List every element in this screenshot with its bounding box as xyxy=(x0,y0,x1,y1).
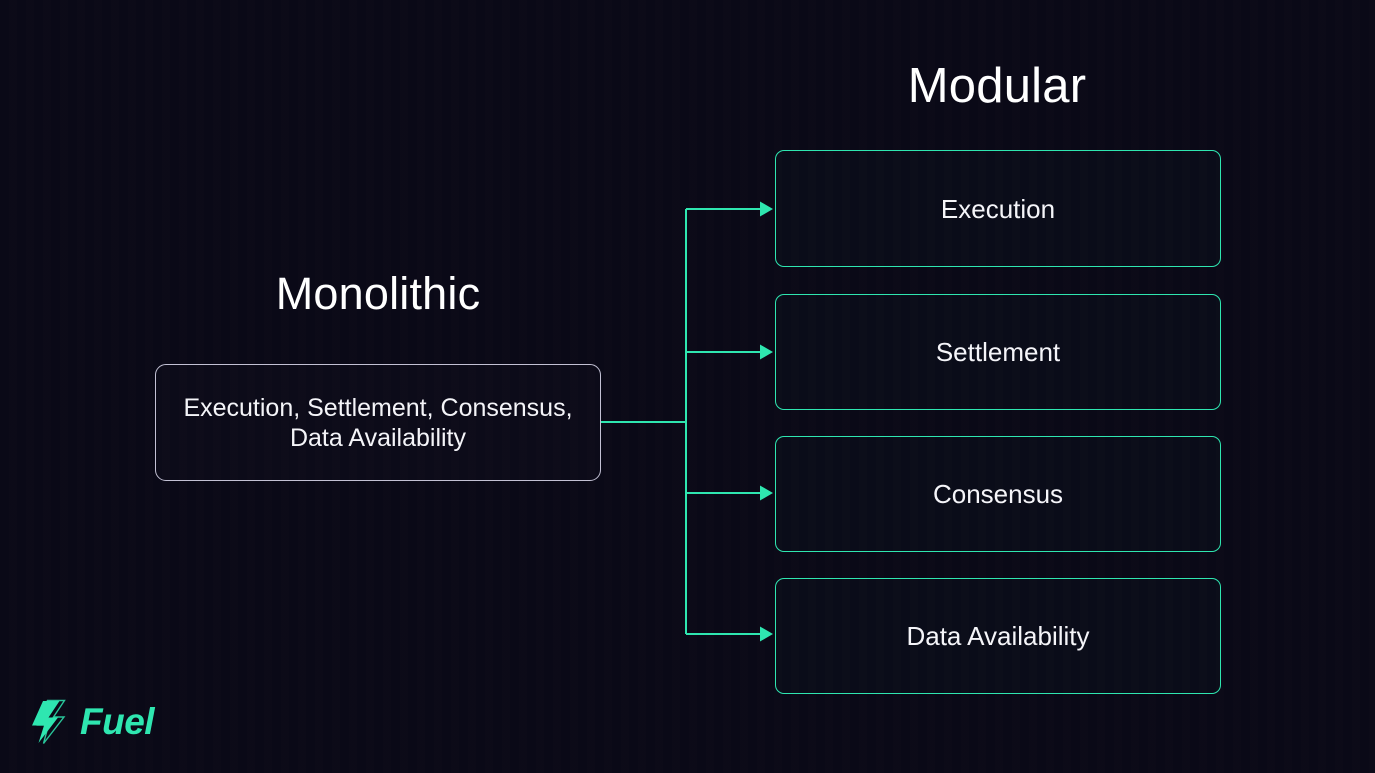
arrowhead-icon xyxy=(760,485,773,501)
modular-box-label: Settlement xyxy=(935,337,1061,367)
modular-box-label: Execution xyxy=(940,193,1056,224)
modular-box-label: Data Availability xyxy=(906,621,1090,651)
monolithic-box: Execution, Settlement, Consensus, Data A… xyxy=(155,364,601,481)
arrowhead-icon xyxy=(760,626,773,642)
modular-box-execution: Execution xyxy=(775,150,1221,267)
connector-arrowheads xyxy=(760,201,773,642)
fuel-logo: Fuel xyxy=(27,698,155,746)
lightning-bolt-icon xyxy=(32,699,66,744)
modular-box-settlement: Settlement xyxy=(775,294,1221,410)
monolithic-box-label: Execution, Settlement, Consensus, Data A… xyxy=(183,393,573,452)
modular-box-data-availability: Data Availability xyxy=(775,578,1221,694)
modular-box-label: Consensus xyxy=(932,479,1064,509)
fuel-wordmark: Fuel xyxy=(80,701,155,742)
monolithic-heading: Monolithic xyxy=(275,268,481,319)
arrowhead-icon xyxy=(760,344,773,360)
modular-heading: Modular xyxy=(907,59,1087,113)
arrowhead-icon xyxy=(760,201,773,217)
connector-paths xyxy=(601,208,763,635)
modular-box-consensus: Consensus xyxy=(775,436,1221,552)
